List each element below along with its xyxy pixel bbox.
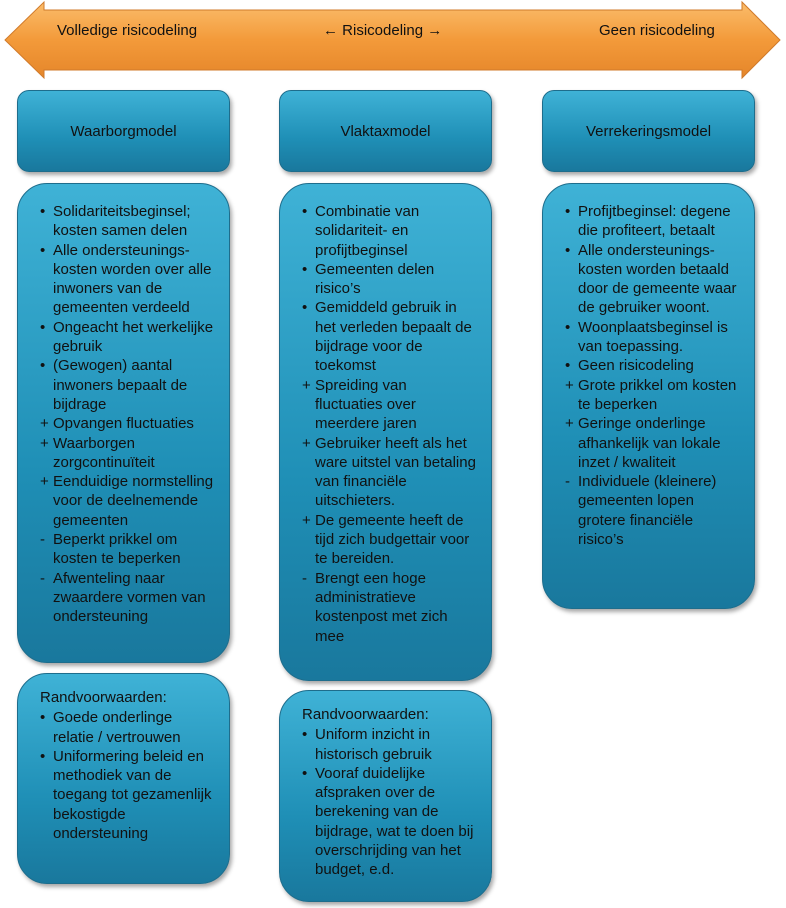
list-item: -Individuele (kleinere) gemeenten lopen … bbox=[565, 473, 717, 549]
list-item: •Woonplaatsbeginsel is van toepassing. bbox=[565, 318, 728, 356]
item-list: •Goede onderlinge relatie / vertrouwen •… bbox=[40, 708, 215, 843]
header-waarborgmodel: Waarborgmodel bbox=[17, 90, 230, 172]
list-item: •Gemeenten delen risico’s bbox=[302, 260, 435, 298]
header-label: Verrekeringsmodel bbox=[585, 122, 712, 140]
list-item: +Grote prikkel om kosten te beperken bbox=[565, 376, 737, 413]
header-vlaktaxmodel: Vlaktaxmodel bbox=[279, 90, 492, 172]
list-item: •Geen risicodeling bbox=[565, 357, 694, 375]
list-item: +De gemeente heeft de tijd zich budgetta… bbox=[302, 511, 470, 568]
list-item: +Gebruiker heeft als het ware uitstel va… bbox=[302, 434, 476, 510]
list-item: +Waarborgen zorgcontinuïteit bbox=[40, 434, 155, 471]
list-item: •Gemiddeld gebruik in het verleden bepaa… bbox=[302, 299, 472, 375]
header-label: Waarborgmodel bbox=[70, 122, 177, 140]
randvoorwaarden-title: Randvoorwaarden: bbox=[40, 689, 167, 706]
risk-sharing-arrow bbox=[4, 0, 781, 80]
randvoorwaarden-waarborgmodel: Randvoorwaarden: •Goede onderlinge relat… bbox=[17, 673, 230, 884]
list-item: +Geringe onderlinge afhankelijk van loka… bbox=[565, 415, 721, 471]
list-item: •Goede onderlinge relatie / vertrouwen bbox=[40, 709, 181, 746]
arrow-center-label: ← Risicodeling → bbox=[323, 22, 443, 39]
header-label: Vlaktaxmodel bbox=[340, 122, 431, 140]
list-item: •Profijtbeginsel: degene die profiteert,… bbox=[565, 203, 731, 240]
item-list: •Uniform inzicht in historisch gebruik •… bbox=[302, 725, 477, 879]
double-arrow-shape bbox=[4, 0, 781, 80]
list-item: +Eenduidige normstelling voor de deelnem… bbox=[40, 473, 214, 529]
randvoorwaarden-vlaktaxmodel: Randvoorwaarden: •Uniform inzicht in his… bbox=[279, 690, 492, 902]
list-item: •Uniformering beleid en methodiek van de… bbox=[40, 747, 212, 843]
list-item: •Uniform inzicht in historisch gebruik bbox=[302, 726, 432, 763]
item-list: •Solidariteitsbeginsel; kosten samen del… bbox=[40, 202, 215, 627]
list-item: •(Gewogen) aantal inwoners bepaalt de bi… bbox=[40, 357, 188, 413]
content-vlaktaxmodel: •Combinatie van solidariteit- en profijt… bbox=[279, 183, 492, 681]
arrow-right-label: Geen risicodeling bbox=[599, 22, 715, 39]
list-item: -Beperkt prikkel om kosten te beperken bbox=[40, 531, 181, 568]
list-item: -Brengt een hoge administratieve kostenp… bbox=[302, 569, 448, 645]
list-item: •Ongeacht het werkelijke gebruik bbox=[40, 318, 214, 356]
content-waarborgmodel: •Solidariteitsbeginsel; kosten samen del… bbox=[17, 183, 230, 663]
content-verrekeringsmodel: •Profijtbeginsel: degene die profiteert,… bbox=[542, 183, 755, 609]
randvoorwaarden-title: Randvoorwaarden: bbox=[302, 706, 429, 723]
item-list: •Combinatie van solidariteit- en profijt… bbox=[302, 202, 477, 646]
header-verrekeringsmodel: Verrekeringsmodel bbox=[542, 90, 755, 172]
list-item: +Spreiding van fluctuaties over meerdere… bbox=[302, 376, 417, 433]
list-item: -Afwenteling naar zwaardere vormen van o… bbox=[40, 569, 206, 626]
list-item: •Vooraf duidelijke afspraken over de ber… bbox=[302, 764, 474, 879]
list-item: •Solidariteitsbeginsel; kosten samen del… bbox=[40, 203, 191, 240]
item-list: •Profijtbeginsel: degene die profiteert,… bbox=[565, 202, 740, 549]
arrow-left-label: Volledige risicodeling bbox=[57, 22, 198, 39]
list-item: •Alle ondersteunings-kosten worden betaa… bbox=[565, 241, 737, 317]
list-item: •Alle ondersteunings-kosten worden over … bbox=[40, 241, 212, 317]
list-item: +Opvangen fluctuaties bbox=[40, 415, 194, 433]
list-item: •Combinatie van solidariteit- en profijt… bbox=[302, 203, 420, 259]
